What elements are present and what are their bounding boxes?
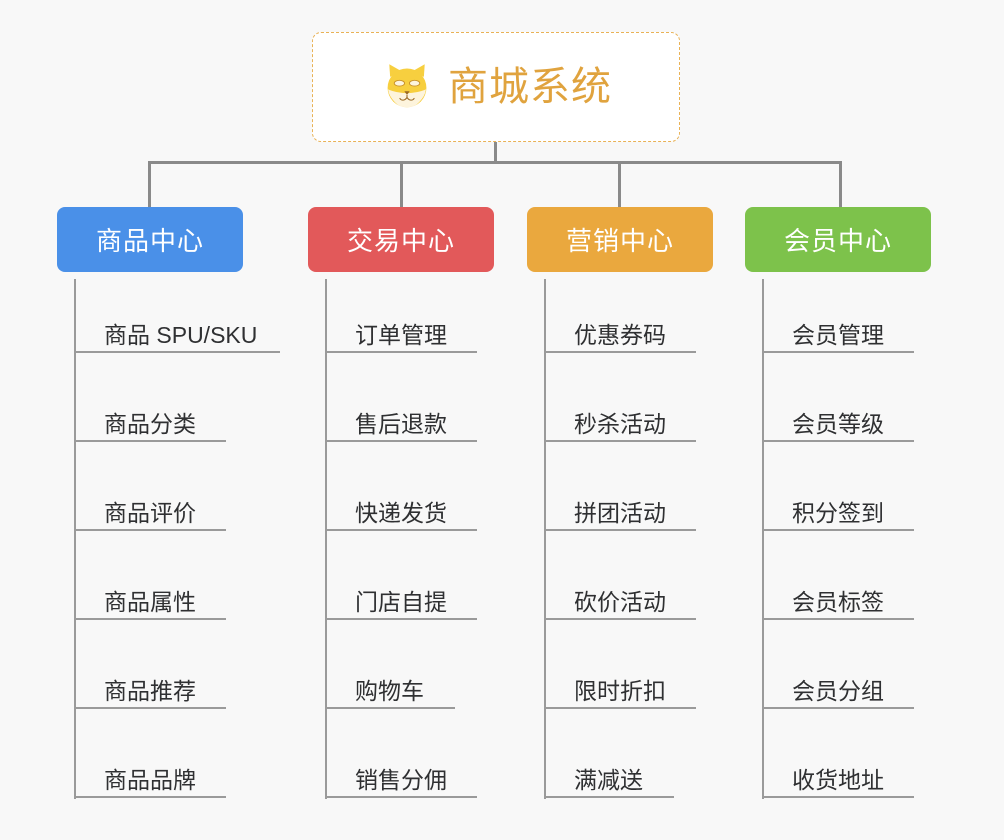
leaf-item-label: 购物车 [355,677,424,704]
leaf-item[interactable]: 会员等级 [762,390,914,442]
leaf-item-label: 售后退款 [355,410,447,437]
leaf-item-label: 秒杀活动 [574,410,666,437]
leaf-item[interactable]: 商品 SPU/SKU [74,301,280,353]
leaf-item[interactable]: 限时折扣 [544,657,696,709]
leaf-item-label: 商品 SPU/SKU [104,321,258,348]
leaf-item-label: 快递发货 [355,499,447,526]
leaf-item-label: 商品推荐 [104,677,196,704]
connector-drop-column-4 [839,161,842,208]
leaf-item[interactable]: 订单管理 [325,301,477,353]
leaf-item[interactable]: 商品分类 [74,390,226,442]
leaf-item[interactable]: 快递发货 [325,479,477,531]
leaf-item-label: 积分签到 [792,499,884,526]
leaf-item-label: 砍价活动 [574,588,666,615]
leaf-spine [544,279,547,799]
leaf-item[interactable]: 秒杀活动 [544,390,696,442]
leaf-item-label: 会员标签 [792,588,884,615]
leaf-item[interactable]: 销售分佣 [325,746,477,798]
connector-drop-column-3 [618,161,621,208]
leaf-item[interactable]: 会员管理 [762,301,914,353]
leaf-item-label: 限时折扣 [574,677,666,704]
leaf-spine [74,279,77,799]
category-header-label: 商品中心 [95,226,204,256]
leaf-item-label: 销售分佣 [355,766,447,793]
leaf-item[interactable]: 商品品牌 [74,746,226,798]
leaf-item-label: 满减送 [574,766,643,793]
root-title: 商城系统 [448,65,612,109]
leaf-spine [325,279,328,799]
leaf-item-label: 商品属性 [104,588,196,615]
root-node-shopping-mall-system[interactable]: 商城系统 [312,32,680,142]
leaf-item[interactable]: 积分签到 [762,479,914,531]
category-header-product-center[interactable]: 商品中心 [57,207,243,272]
connector-drop-column-1 [148,161,151,208]
leaf-item[interactable]: 优惠券码 [544,301,696,353]
leaf-item-label: 商品评价 [104,499,196,526]
leaf-item[interactable]: 商品评价 [74,479,226,531]
leaf-item-label: 会员管理 [792,321,884,348]
leaf-item-label: 优惠券码 [574,321,666,348]
category-header-label: 交易中心 [346,226,455,256]
leaf-item[interactable]: 砍价活动 [544,568,696,620]
connector-horizontal-bus [148,161,842,164]
leaf-item-label: 会员等级 [792,410,884,437]
leaf-item[interactable]: 商品推荐 [74,657,226,709]
leaf-item-label: 收货地址 [792,766,884,793]
leaf-item[interactable]: 售后退款 [325,390,477,442]
leaf-item[interactable]: 购物车 [325,657,455,709]
connector-drop-column-2 [400,161,403,208]
leaf-item[interactable]: 商品属性 [74,568,226,620]
leaf-item[interactable]: 满减送 [544,746,674,798]
leaf-item-label: 门店自提 [355,588,447,615]
category-header-member-center[interactable]: 会员中心 [745,207,931,272]
leaf-item-label: 订单管理 [355,321,447,348]
leaf-item-label: 商品品牌 [104,766,196,793]
leaf-item[interactable]: 会员标签 [762,568,914,620]
leaf-item[interactable]: 拼团活动 [544,479,696,531]
category-header-trade-center[interactable]: 交易中心 [308,207,494,272]
leaf-item[interactable]: 会员分组 [762,657,914,709]
leaf-item-label: 商品分类 [104,410,196,437]
leaf-item[interactable]: 门店自提 [325,568,477,620]
category-header-label: 会员中心 [783,226,892,256]
connector-root-stem [494,142,497,164]
shiba-dog-icon [387,64,427,108]
leaf-item-label: 会员分组 [792,677,884,704]
category-header-marketing-center[interactable]: 营销中心 [527,207,713,272]
leaf-item-label: 拼团活动 [574,499,666,526]
leaf-item[interactable]: 收货地址 [762,746,914,798]
category-header-label: 营销中心 [565,226,674,256]
leaf-spine [762,279,765,799]
